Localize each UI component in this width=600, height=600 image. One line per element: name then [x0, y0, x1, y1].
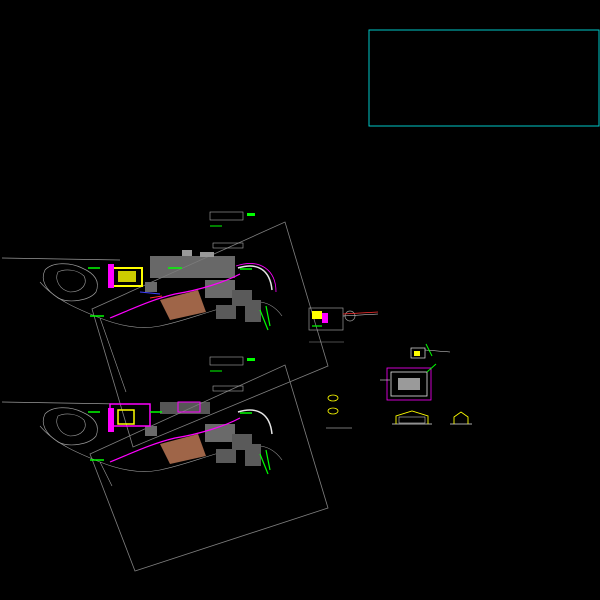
building-block [245, 300, 261, 322]
green-marker-upper [259, 309, 269, 331]
rotated-sheet-border-lower [89, 364, 329, 572]
detail-road-2 [342, 313, 379, 317]
rotated-sheet-border-upper [91, 221, 329, 448]
building-block [200, 252, 214, 257]
magenta-curve-upper [235, 263, 277, 293]
detail-yellow-fill [312, 311, 322, 319]
plan-tag-lower [247, 358, 255, 361]
magenta-path-lower [109, 417, 241, 463]
building-plan-outline [390, 371, 428, 397]
detail-plan-small [308, 307, 379, 343]
green-marker-lower [259, 453, 269, 475]
coastline-contour-lower [42, 407, 98, 446]
coastline-contour-upper-2 [56, 269, 86, 293]
plan-label-box-upper [209, 211, 244, 221]
elevation-block [410, 347, 426, 359]
building-plan-green-leader [426, 363, 437, 373]
elevation-yellow-mark [414, 351, 420, 356]
roof-profile-left [395, 410, 429, 424]
detail-icons [326, 394, 352, 429]
scale-box-upper [212, 242, 244, 249]
building-block [150, 256, 235, 278]
blue-line-upper [139, 291, 161, 295]
magenta-path-upper [109, 273, 241, 319]
leader-line-upper [99, 317, 127, 393]
building-block [160, 402, 210, 414]
magenta-block-lower [108, 408, 114, 432]
building-plan-magenta-frame [386, 367, 432, 401]
red-line-upper [149, 295, 163, 299]
detail-icon-1 [327, 394, 339, 402]
plan-tag-upper [247, 213, 255, 216]
detail-elevation-top [410, 343, 451, 359]
building-block [145, 282, 157, 292]
building-block [245, 444, 261, 466]
road-curve-upper [237, 265, 273, 291]
building-block [182, 250, 192, 256]
coastline-contour-lower-2 [56, 413, 86, 437]
building-plan-inner [398, 378, 420, 390]
magenta-block-upper [108, 264, 114, 288]
title-block-frame [368, 29, 600, 127]
leader-line-lower [99, 461, 113, 487]
scale-box-lower [212, 385, 244, 392]
yellow-fill-upper [118, 271, 136, 282]
magenta-feature-lower [177, 401, 201, 413]
detail-outline [308, 307, 344, 331]
yellow-building-lower [117, 409, 135, 425]
detail-road [342, 311, 379, 315]
green-marker-lower [265, 449, 271, 471]
building-block [145, 426, 157, 436]
roof-profile-right [453, 411, 469, 424]
coastline-contour-upper [42, 263, 98, 302]
detail-magenta-mark [322, 313, 328, 323]
site-plan-lower [1, 356, 329, 572]
detail-building-plan [380, 363, 437, 401]
elevation-green-leader [425, 343, 433, 357]
road-curve-lower [237, 409, 273, 435]
building-block [216, 305, 236, 319]
road-line-upper [1, 257, 121, 261]
facade-left [398, 416, 426, 424]
detail-icon-2 [327, 407, 339, 415]
building-block [216, 449, 236, 463]
building-block [205, 280, 235, 298]
plaza-paving-upper [160, 290, 206, 320]
building-block [205, 424, 235, 442]
site-plan-upper [1, 211, 329, 448]
building-grid-lower [145, 402, 261, 466]
plaza-paving-lower [160, 434, 206, 464]
green-marker-upper [265, 305, 271, 327]
detail-elevation-sections [392, 410, 472, 425]
plan-label-box-lower [209, 356, 244, 366]
building-grid-upper [145, 250, 261, 322]
road-line-lower [1, 401, 121, 405]
